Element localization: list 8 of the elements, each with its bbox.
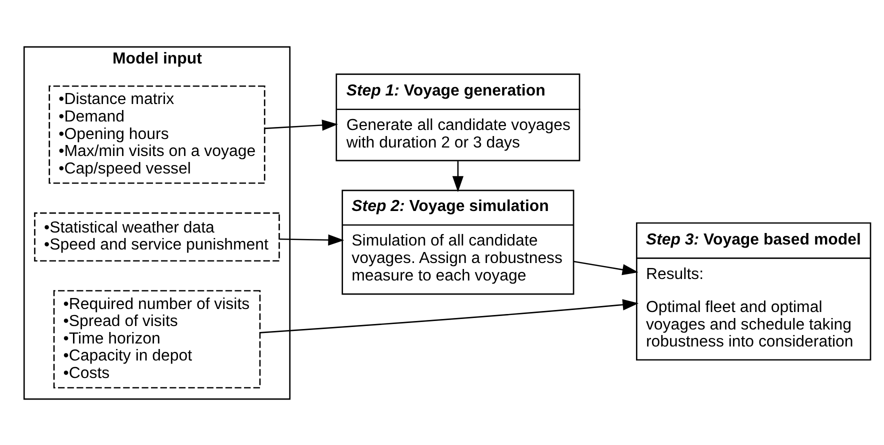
arrow xyxy=(260,298,639,333)
node-box: •Required number of visits •Spread of visits •Time horizon •Capacity in depot •Costs xyxy=(53,290,261,388)
arrow xyxy=(452,160,464,192)
node-box: •Statistical weather data •Speed and service punishment xyxy=(34,212,280,262)
arrow xyxy=(264,119,338,130)
arrow xyxy=(280,234,344,246)
arrow xyxy=(574,260,638,275)
node-box: •Distance matrix •Demand •Opening hours •Max/min visits on a voyage •Cap/speed vessel xyxy=(48,84,266,184)
